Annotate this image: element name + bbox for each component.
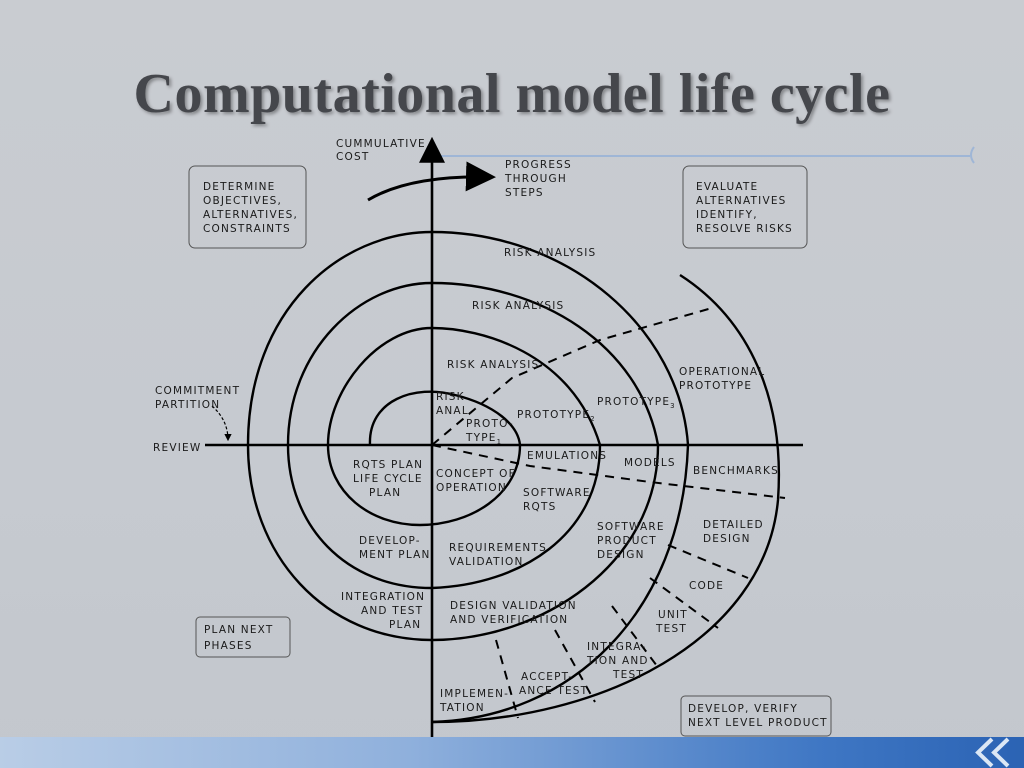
rqts-plan-label: PLAN [369,487,401,499]
title-divider [440,155,970,157]
dash-tick [554,629,596,703]
dash-tick [495,639,519,719]
concept-label: OPERATION [436,482,507,494]
dashed-radial-upper [431,307,713,446]
footer-bar [0,737,1024,768]
divider-end-icon [970,146,975,164]
chevron-left-icon [975,737,1010,768]
spiral-outer-arc [431,273,781,724]
integration-plan-label: PLAN [389,619,421,631]
plan-next-line: PLAN NEXT [204,624,274,636]
evaluate-line: EVALUATE [696,181,758,193]
spiral-loop-2 [286,281,660,590]
sw-product-design-label: DESIGN [597,549,645,561]
develop-verify-line: NEXT LEVEL PRODUCT [688,717,828,729]
plan-next-box [195,616,291,658]
commitment-label: COMMITMENT [155,385,240,397]
axis-label: COST [336,151,369,163]
implementation-label: TATION [439,702,485,714]
develop-plan-label: DEVELOP- [359,535,421,547]
evaluate-box [682,165,808,249]
objectives-line: CONSTRAINTS [203,223,291,235]
dash-tick [611,605,661,671]
evaluate-line: IDENTIFY, [696,209,758,221]
dashed-radial-lower [431,444,786,499]
software-rqts-label: RQTS [523,501,556,513]
dash-tick [649,577,719,629]
prototype-2-label: PROTOTYPE2 [517,409,596,423]
spiral-loop-1 [326,326,602,527]
prototype-2-text: PROTOTYPE [517,409,590,421]
req-validation-label: REQUIREMENTS [449,542,547,554]
integration-plan-label: AND TEST [361,605,423,617]
rqts-plan-label: RQTS PLAN [353,459,423,471]
risk-anal-label: RISK [436,391,465,403]
page-title: Computational model life cycle [133,63,891,125]
risk-analysis-label: RISK ANALYSIS [472,300,564,312]
review-label: REVIEW [153,442,201,454]
prototype-3-subscript: 3 [670,402,676,410]
rqts-plan-label: LIFE CYCLE [353,473,423,485]
detailed-design-label: DESIGN [703,533,751,545]
acceptance-test-label: ANCE TEST [519,685,588,697]
spiral-loop-3 [246,230,690,642]
design-validation-label: DESIGN VALIDATION [450,600,577,612]
sw-product-design-label: PRODUCT [597,535,657,547]
prototype-3-label: PROTOTYPE3 [597,396,676,410]
integration-plan-label: INTEGRATION [341,591,425,603]
dash-tick [667,544,749,579]
evaluate-line: RESOLVE RISKS [696,223,793,235]
objectives-line: ALTERNATIVES, [203,209,298,221]
objectives-box [188,165,307,249]
axis-label: CUMMULATIVE [336,138,426,150]
integration-test-label: TION AND [586,655,649,667]
progress-label: THROUGH [504,173,567,185]
proto-type-text: TYPE [465,432,497,444]
progress-label: STEPS [505,187,544,199]
progress-arrow [367,161,496,202]
plan-next-line: PHASES [204,640,253,652]
sw-product-design-label: SOFTWARE [597,521,665,533]
concept-label: CONCEPT OF [436,468,516,480]
acceptance-test-label: ACCEPT- [521,671,573,683]
evaluate-line: ALTERNATIVES [696,195,787,207]
objectives-line: DETERMINE [203,181,276,193]
implementation-label: IMPLEMEN- [440,688,509,700]
prototype-3-text: PROTOTYPE [597,396,670,408]
operational-prototype-label: OPERATIONAL [679,366,765,378]
req-validation-label: VALIDATION [449,556,524,568]
integration-test-label: INTEGRA- [587,641,646,653]
commitment-arrow [211,405,232,442]
commitment-label: PARTITION [155,399,220,411]
risk-analysis-label: RISK ANALYSIS [504,247,596,259]
proto-type-subscript: 1 [497,438,503,446]
risk-analysis-label: RISK ANALYSIS [447,359,539,371]
design-validation-label: AND VERIFICATION [450,614,568,626]
risk-anal-label: ANAL. [436,405,473,417]
develop-plan-label: MENT PLAN [359,549,431,561]
spiral-loop-4 [431,444,690,724]
progress-label: PROGRESS [505,159,572,171]
objectives-line: OBJECTIVES, [203,195,282,207]
unit-test-label: UNIT [658,609,688,621]
models-label: MODELS [624,457,676,469]
code-label: CODE [689,580,724,592]
proto-type-label: TYPE1 [465,432,502,446]
proto-type-label: PROTO- [466,418,514,430]
prototype-2-subscript: 2 [590,415,596,423]
unit-test-label: TEST [655,623,687,635]
operational-prototype-label: PROTOTYPE [679,380,752,392]
emulations-label: EMULATIONS [527,450,607,462]
benchmarks-label: BENCHMARKS [693,465,779,477]
develop-verify-line: DEVELOP, VERIFY [688,703,798,715]
software-rqts-label: SOFTWARE [523,487,591,499]
develop-verify-box [680,695,832,737]
detailed-design-label: DETAILED [703,519,764,531]
integration-test-label: TEST [612,669,644,681]
